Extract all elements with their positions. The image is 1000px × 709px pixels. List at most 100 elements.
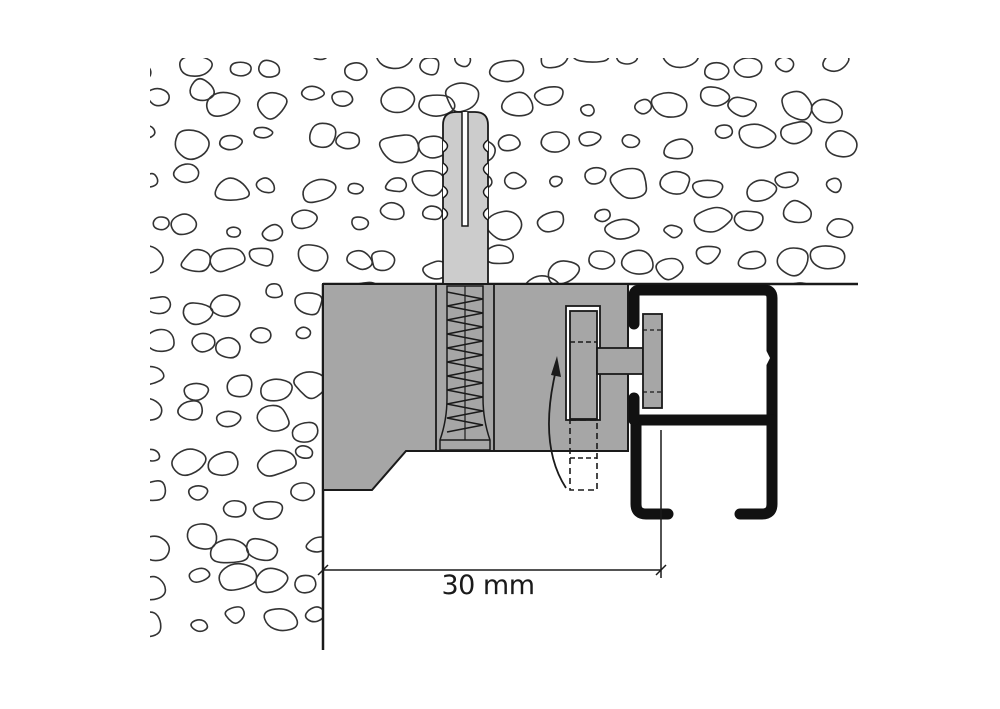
stone — [588, 250, 616, 270]
rail-detail — [766, 350, 770, 366]
stone — [309, 58, 330, 61]
stone — [343, 62, 368, 82]
stone — [347, 182, 365, 195]
stone — [177, 400, 204, 421]
stone — [215, 410, 242, 428]
stone — [488, 59, 525, 83]
stone — [226, 374, 253, 398]
stone — [150, 172, 159, 188]
stone — [179, 58, 213, 77]
stone — [822, 339, 850, 358]
stone — [570, 523, 595, 540]
stone — [668, 616, 690, 634]
stone — [214, 177, 250, 202]
stone — [150, 125, 156, 139]
stone — [825, 177, 842, 194]
stone — [659, 170, 691, 195]
stone — [150, 295, 172, 315]
stone — [344, 541, 367, 558]
stone — [171, 448, 207, 477]
stone — [486, 521, 516, 544]
stone — [261, 223, 284, 242]
stone — [548, 175, 563, 188]
stone — [290, 482, 316, 502]
stone — [209, 247, 246, 273]
stone — [150, 244, 164, 274]
stone — [411, 170, 446, 197]
stone — [209, 538, 250, 564]
stone — [814, 453, 842, 473]
stone — [290, 209, 318, 230]
stone — [691, 179, 724, 199]
stone — [547, 260, 581, 286]
stone — [500, 91, 534, 117]
stone — [406, 519, 441, 544]
stone — [335, 600, 362, 622]
stone — [782, 282, 818, 312]
stone — [294, 445, 314, 460]
stone — [575, 459, 605, 486]
stone — [454, 58, 472, 68]
stone — [150, 328, 175, 353]
stone — [291, 421, 319, 443]
stone — [444, 529, 481, 555]
stone — [205, 91, 241, 117]
stone — [621, 133, 641, 149]
stone — [187, 485, 209, 501]
stone — [305, 536, 330, 553]
stone — [226, 226, 242, 238]
stone — [604, 218, 640, 240]
stone — [690, 322, 727, 349]
stone — [150, 365, 165, 386]
stone — [150, 575, 167, 601]
stone — [829, 300, 854, 319]
stone — [650, 91, 688, 118]
stone — [655, 257, 684, 281]
stone — [265, 282, 284, 299]
stone — [778, 487, 804, 508]
stone — [150, 448, 161, 462]
stone — [779, 120, 813, 145]
stone — [421, 205, 443, 221]
stone — [822, 58, 850, 73]
stone — [609, 167, 648, 200]
stone — [788, 421, 806, 435]
stone — [256, 404, 290, 432]
stone — [150, 479, 167, 502]
stone — [666, 378, 692, 400]
stone — [634, 98, 653, 115]
stone — [594, 208, 611, 223]
stone — [150, 535, 171, 562]
stone — [380, 86, 416, 114]
stone — [540, 131, 571, 153]
stone — [620, 249, 654, 275]
stone — [571, 58, 610, 63]
stone — [331, 90, 354, 107]
stone — [781, 90, 813, 121]
stone — [584, 166, 607, 185]
stone — [751, 612, 772, 627]
stone — [335, 131, 361, 150]
stone — [485, 210, 523, 241]
stone — [370, 580, 411, 608]
stone — [784, 604, 813, 624]
screw-icon — [439, 285, 491, 451]
stone — [172, 163, 200, 184]
stone — [714, 124, 734, 139]
stone — [150, 611, 162, 638]
stone — [785, 568, 814, 597]
stone — [655, 530, 673, 545]
stone — [733, 210, 764, 232]
stone — [188, 567, 211, 583]
stone — [746, 179, 778, 202]
stone — [263, 607, 299, 632]
stone — [294, 292, 323, 316]
stone — [370, 532, 396, 551]
stone — [536, 210, 565, 233]
stone — [699, 372, 729, 398]
stone — [297, 244, 329, 272]
stone — [698, 605, 722, 624]
stone — [815, 405, 836, 422]
stone — [579, 103, 595, 117]
